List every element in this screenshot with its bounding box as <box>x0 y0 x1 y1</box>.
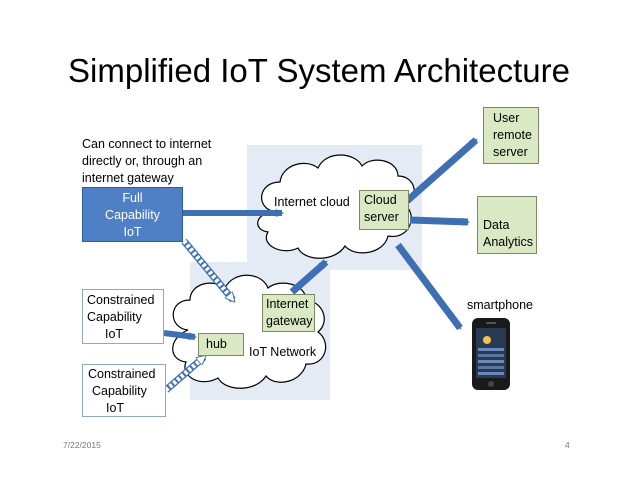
node-label: Data <box>483 218 510 232</box>
constrained-iot-node-2: Constrained Capability IoT <box>82 364 166 417</box>
note-line: directly or, through an <box>82 154 203 168</box>
note-line: Can connect to internet <box>82 137 212 151</box>
user-remote-server-node: User remote server <box>483 107 539 164</box>
arrow-gateway-to-cloud <box>289 259 329 295</box>
node-label: Constrained <box>87 293 155 307</box>
constrained-iot-node-1: Constrained Capability IoT <box>82 289 164 344</box>
note-line: internet gateway <box>82 171 174 185</box>
arrow-cloud-to-user-server <box>405 137 479 203</box>
data-analytics-node: Data Analytics <box>477 196 537 254</box>
page-title: Simplified IoT System Architecture <box>68 52 570 89</box>
internet-gateway-node: Internet gateway <box>262 294 315 332</box>
node-label: hub <box>206 337 227 351</box>
node-label: IoT <box>123 225 142 239</box>
iot-network-label: IoT Network <box>249 345 317 359</box>
node-label: Capability <box>105 208 160 222</box>
smartphone-label: smartphone <box>467 298 534 312</box>
node-label: Full <box>122 191 143 205</box>
node-label: gateway <box>266 314 313 328</box>
node-label: server <box>364 210 399 224</box>
footer-page-number: 4 <box>565 440 570 450</box>
node-label: server <box>493 145 528 159</box>
internet-cloud-label: Internet cloud <box>274 195 350 209</box>
node-label: Analytics <box>483 235 534 249</box>
footer-date: 7/22/2015 <box>63 440 101 450</box>
node-label: Capability <box>87 310 142 324</box>
node-label: Constrained <box>88 367 156 381</box>
cloud-server-node: Cloud server <box>359 190 409 230</box>
connection-note: Can connect to internet directly or, thr… <box>82 136 211 187</box>
arrow-constrained1-to-hub <box>163 330 197 341</box>
node-label: Cloud <box>364 193 397 207</box>
node-label: Internet <box>266 297 309 311</box>
node-label: remote <box>493 128 532 142</box>
node-label: IoT <box>106 401 125 415</box>
node-label: IoT <box>105 327 124 341</box>
arrow-cloud-to-analytics <box>409 216 470 226</box>
node-label: User <box>493 111 520 125</box>
hub-node: hub <box>198 333 244 356</box>
smartphone-icon <box>472 318 510 390</box>
node-label: Capability <box>92 384 147 398</box>
arrow-cloud-to-smartphone <box>395 242 463 331</box>
full-capability-iot-node: Full Capability IoT <box>82 187 183 242</box>
